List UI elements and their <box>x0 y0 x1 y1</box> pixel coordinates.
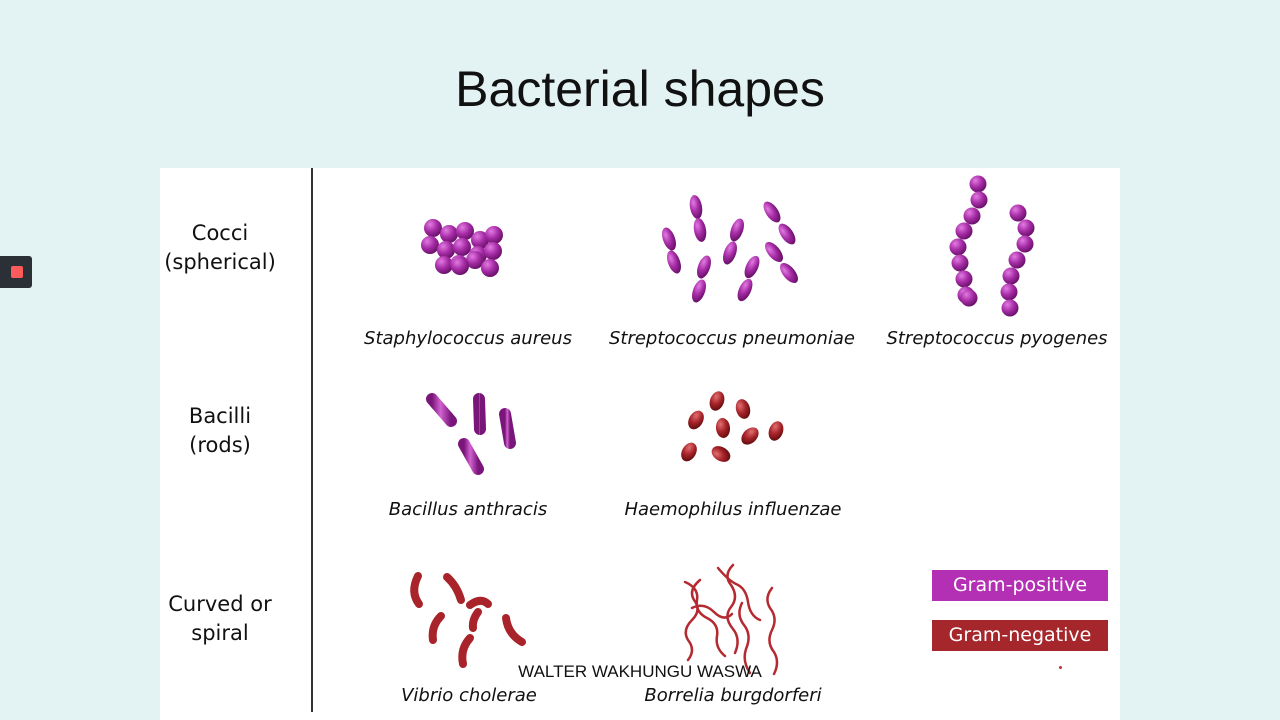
row-label-line: Curved or <box>168 592 272 616</box>
row-label-line: Bacilli <box>188 404 252 428</box>
row-label-line: spiral <box>191 621 249 645</box>
row-label-line: (rods) <box>189 433 251 457</box>
species-label-bacillus: Bacillus anthracis <box>388 499 548 520</box>
column-divider <box>311 168 313 712</box>
bacillus-anthracis-rods <box>426 393 516 475</box>
borrelia-burgdorferi-spirochetes <box>683 563 779 676</box>
species-label-haemophilus: Haemophilus influenzae <box>624 499 842 520</box>
row-label-curved: Curved or spiral <box>155 590 285 648</box>
streptococcus-pyogenes-chains <box>949 175 1035 317</box>
author-credit: WALTER WAKHUNGU WASWA <box>518 662 762 681</box>
row-label-line: Cocci <box>191 221 249 245</box>
legend-gram-positive: Gram-positive <box>932 570 1108 601</box>
row-label-line: (spherical) <box>164 250 276 274</box>
legend-gram-negative: Gram-negative <box>932 620 1108 651</box>
species-label-borrelia: Borrelia burgdorferi <box>644 685 822 706</box>
vibrio-cholerae-curved-rods <box>410 572 526 668</box>
row-label-bacilli: Bacilli (rods) <box>155 402 285 460</box>
record-stop-button[interactable] <box>0 256 32 288</box>
slide-title: Bacterial shapes <box>455 61 825 117</box>
bacteria-illustrations <box>410 175 1035 676</box>
streptococcus-pneumoniae-diplococci <box>662 195 798 303</box>
haemophilus-influenzae-coccobacilli <box>681 391 784 462</box>
species-label-staphylococcus: Staphylococcus aureus <box>364 328 572 349</box>
bacteria-figure-panel: Cocci (spherical) Bacilli (rods) Curved … <box>160 168 1120 720</box>
species-label-streptococcus-pneumoniae: Streptococcus pneumoniae <box>608 328 856 349</box>
species-label-streptococcus-pyogenes: Streptococcus pyogenes <box>886 328 1108 349</box>
staphylococcus-cluster <box>421 219 503 277</box>
row-label-cocci: Cocci (spherical) <box>155 219 285 277</box>
record-stop-icon <box>11 266 23 278</box>
laser-pointer-dot <box>1059 666 1062 669</box>
species-label-vibrio: Vibrio cholerae <box>401 685 537 706</box>
